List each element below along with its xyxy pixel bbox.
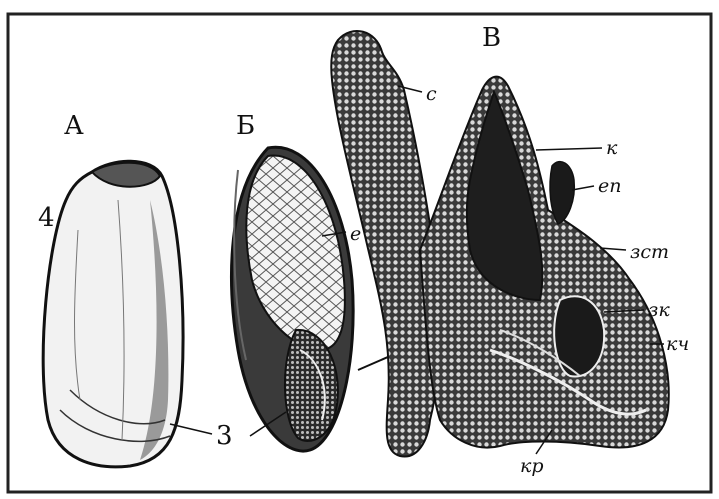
panel-a-whole-grain (43, 161, 183, 467)
label-panel-a: А (64, 111, 84, 141)
label-k: к (606, 137, 618, 159)
label-panel-b: Б (236, 111, 255, 141)
label-kr: кр (520, 455, 544, 477)
label-panel-c: В (482, 23, 501, 53)
label-3: 3 (216, 421, 233, 451)
label-zst: зст (630, 241, 669, 263)
label-4: 4 (38, 203, 55, 233)
label-ep: еп (598, 175, 621, 197)
label-zk: зк (648, 299, 670, 321)
bud-zk (554, 296, 604, 376)
label-e: е (350, 223, 361, 245)
label-kch: кч (666, 333, 689, 355)
label-s: с (426, 83, 437, 105)
